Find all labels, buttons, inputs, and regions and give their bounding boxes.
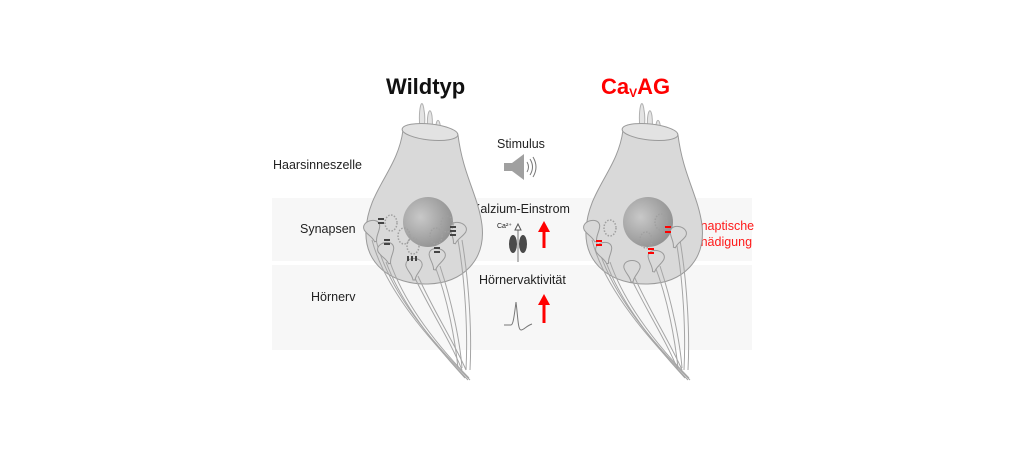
stimulus-label: Stimulus xyxy=(497,137,545,151)
calcium-increase-arrow-icon xyxy=(538,221,550,248)
wildtype-title: Wildtyp xyxy=(386,74,466,99)
mutant-nerve-fibers xyxy=(591,239,691,381)
synaptic-damage-line1: Synaptische xyxy=(686,219,755,233)
synaptic-damage-label: Synaptische Schädigung xyxy=(686,218,754,250)
calcium-channel-icon xyxy=(509,222,527,262)
row-label-hair-cell: Haarsinneszelle xyxy=(273,158,362,172)
row-label-nerve: Hörnerv xyxy=(311,290,356,304)
nerve-activity-label: Hörnervaktivität xyxy=(479,273,566,287)
row-label-synapses: Synapsen xyxy=(300,222,356,236)
wildtype-calcium-channels xyxy=(378,218,456,261)
action-potential-icon xyxy=(504,301,533,331)
speaker-icon xyxy=(504,154,537,180)
mutant-title: CaVAG xyxy=(601,74,671,100)
calcium-influx-label: Kalzium-Einstrom xyxy=(472,202,570,216)
mutant-damaged-channels xyxy=(596,226,671,254)
nerve-activity-increase-arrow-icon xyxy=(538,294,550,323)
calcium-ion-label: Ca²⁺ xyxy=(497,223,512,230)
wildtype-nerve-fibers xyxy=(371,239,472,381)
